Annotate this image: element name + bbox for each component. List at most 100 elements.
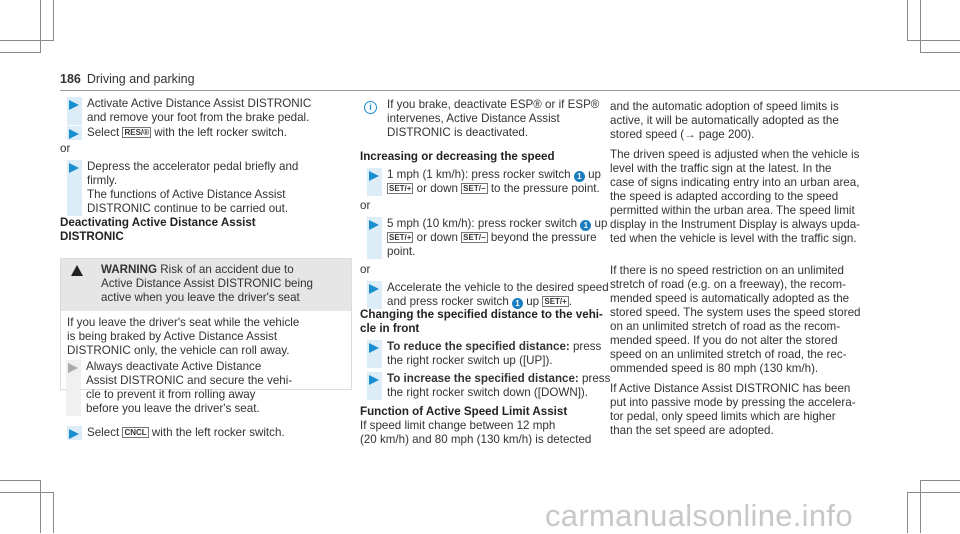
text-line: Activate Active Distance Assist DISTRONI… (87, 97, 312, 110)
step-text: Select RES/® with the left rocker switch… (87, 126, 287, 140)
crop-mark (920, 52, 960, 53)
text-line: If there is no speed restriction on an u… (610, 264, 844, 277)
rocker-switch-1-icon: 1 (512, 298, 524, 309)
text-line: 1 mph (1 km/h): press rocker switch 1 up (387, 168, 601, 182)
step-text: 5 mph (10 km/h): press rocker switch 1 u… (387, 217, 607, 259)
crop-mark (907, 492, 908, 533)
warning-icon (71, 265, 83, 276)
res-key-icon: RES/® (122, 127, 152, 138)
text-line: Always deactivate Active Distance (86, 360, 262, 373)
paragraph: and the automatic adoption of speed limi… (610, 100, 839, 142)
crop-mark (0, 52, 41, 53)
text-line: stored speed. The system uses the speed … (610, 306, 861, 319)
text-line: level with the traffic sign at the lates… (610, 162, 832, 175)
text-line: If you brake, deactivate ESP® or if ESP® (387, 98, 600, 111)
text-line: before you leave the driver's seat. (86, 402, 260, 415)
step-text-line: To reduce the specified distance: press (387, 340, 601, 354)
crop-mark (907, 492, 960, 493)
paragraph: If there is no speed restriction on an u… (610, 264, 860, 376)
bullet-bar (66, 360, 81, 416)
crop-mark (0, 40, 54, 41)
rocker-switch-1-icon: 1 (580, 220, 592, 231)
text-line: Deactivating Active Distance Assist (60, 216, 256, 229)
arrow-icon (69, 100, 79, 110)
watermark: carmanualsonline.info (545, 498, 853, 533)
warning-header (61, 259, 351, 311)
warning-title-line: active when you leave the driver's seat (101, 291, 300, 304)
step-select-cncl: Select CNCL with the left rocker switch. (67, 426, 347, 440)
text-line: is being braked by Active Distance Assis… (67, 330, 278, 343)
text-line: on an unlimited stretch of road as the r… (610, 320, 841, 333)
step-increase-distance: To increase the specified distance: pres… (367, 372, 610, 400)
heading-speed-limit: Function of Active Speed Limit Assist (360, 405, 568, 418)
crop-mark (53, 0, 54, 41)
step-text: To reduce the specified distance: press … (387, 340, 601, 368)
arrow-icon (369, 220, 379, 230)
header-rule (60, 90, 960, 91)
cncl-key-icon: CNCL (122, 427, 149, 438)
step-text: Accelerate the vehicle to the desired sp… (387, 281, 609, 309)
paragraph: The driven speed is adjusted when the ve… (610, 148, 860, 246)
text-line: speed on an unlimited stretch of road, t… (610, 348, 847, 361)
text-line: DISTRONIC continue to be carried out. (87, 202, 289, 215)
bold-text: To reduce the specified distance: (387, 340, 570, 353)
info-icon: i (364, 101, 377, 114)
text-line: To reduce the specified distance: press (387, 340, 602, 353)
set-minus-key-icon: SET/− (461, 183, 488, 194)
step-text-line: the right rocker switch down ([DOWN]). (387, 386, 589, 399)
text-line: Accelerate the vehicle to the desired sp… (387, 281, 609, 294)
warning-title-line: Active Distance Assist DISTRONIC being (101, 277, 313, 290)
text-line: Depress the accelerator pedal briefly an… (87, 160, 299, 173)
text-line: permitted within the urban area. The spe… (610, 204, 855, 217)
heading-speed: Increasing or decreasing the speed (360, 150, 555, 163)
text-line: SET/+ or down SET/− beyond the pressure (387, 231, 597, 244)
warning-body: If you leave the driver's seat while the… (67, 316, 299, 358)
warning-title: WARNING Risk of an accident due to Activ… (101, 263, 313, 305)
info-note: If you brake, deactivate ESP® or if ESP®… (387, 98, 599, 140)
step-depress: Depress the accelerator pedal briefly an… (67, 160, 347, 216)
text-line: stored speed (→ page 200). (610, 128, 755, 141)
text-line: If Active Distance Assist DISTRONIC has … (610, 382, 851, 395)
text-line: display in the Instrument Display is alw… (610, 218, 861, 231)
text-line: put into passive mode by pressing the ac… (610, 396, 856, 409)
or-label: or (360, 199, 371, 212)
arrow-icon (369, 343, 379, 353)
text-line: 5 mph (10 km/h): press rocker switch 1 u… (387, 217, 608, 231)
text-line: Assist DISTRONIC and secure the vehi- (86, 374, 293, 387)
arrow-icon (69, 429, 79, 439)
text-line: Changing the specified distance to the v… (360, 308, 603, 321)
section-title: Driving and parking (86, 72, 195, 86)
set-plus-key-icon: SET/+ (387, 232, 414, 243)
rocker-switch-1-icon: 1 (573, 171, 585, 182)
text-line: firmly. (87, 174, 118, 187)
step-select-res: Select RES/® with the left rocker switch… (67, 126, 347, 140)
step-text: Activate Active Distance Assist DISTRONI… (87, 97, 311, 125)
step-text: Select CNCL with the left rocker switch. (87, 426, 285, 440)
text-line: If you leave the driver's seat while the… (67, 316, 300, 329)
text-line: cle in front (360, 322, 420, 335)
text-line: mended speed is automatically adopted as… (610, 292, 850, 305)
set-plus-key-icon: SET/+ (542, 296, 569, 307)
text-line: the speed is adapted according to the sp… (610, 190, 839, 203)
or-label: or (60, 142, 71, 155)
text-line: active, it will be automatically adopted… (610, 114, 839, 127)
text-line: If speed limit change between 12 mph (360, 419, 556, 432)
text-line: DISTRONIC (60, 230, 124, 243)
step-activate: Activate Active Distance Assist DISTRONI… (67, 97, 347, 125)
crop-mark (40, 480, 41, 533)
step-text: To increase the specified distance: pres… (387, 372, 610, 400)
arrow-icon (369, 284, 379, 294)
text-line: case of signs indicating entry into an u… (610, 176, 860, 189)
text-line: SET/+ or down SET/− to the pressure poin… (387, 182, 600, 195)
bullet-bar (67, 160, 82, 216)
text-line: and remove your foot from the brake peda… (87, 111, 310, 124)
arrow-icon (69, 129, 79, 139)
warning-title-line: Risk of an accident due to (160, 263, 294, 276)
crop-mark (920, 0, 921, 53)
text-line: ted when the vehicle is level with the t… (610, 232, 857, 245)
warning-box: WARNING Risk of an accident due to Activ… (60, 258, 352, 416)
crop-mark (53, 492, 54, 533)
